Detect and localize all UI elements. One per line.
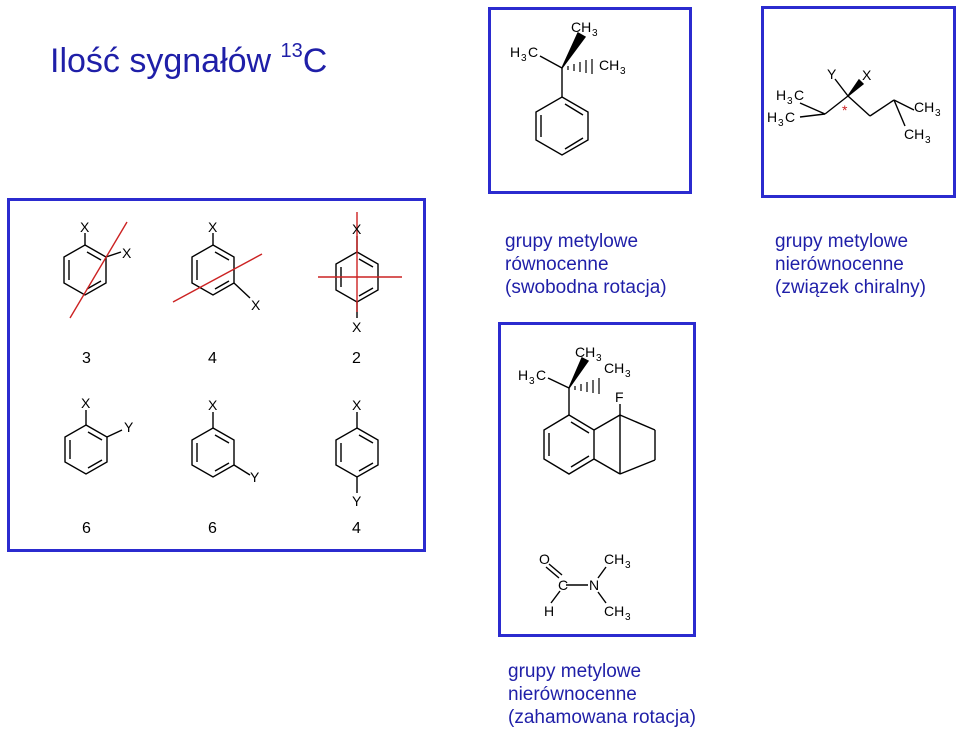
para-xy-y: Y	[352, 493, 362, 509]
page-title: Ilość sygnałów 13C	[50, 40, 328, 80]
dmf-c: C	[558, 577, 568, 593]
meta-xy-x: X	[208, 397, 218, 413]
ortho-x2: X	[122, 245, 132, 261]
svg-text:3: 3	[596, 353, 602, 364]
label-y: Y	[827, 66, 837, 82]
ortho-disubstituted-ring	[63, 233, 122, 296]
svg-text:CH: CH	[604, 551, 624, 567]
meta-x2: X	[251, 297, 261, 313]
svg-text:CH: CH	[604, 603, 624, 619]
dmf-h: H	[544, 603, 554, 619]
chiral-center-star: *	[842, 102, 848, 118]
svg-text:CH: CH	[914, 99, 934, 115]
para-x2: X	[352, 319, 362, 335]
svg-text:3: 3	[620, 66, 626, 77]
svg-text:CH: CH	[599, 57, 619, 73]
svg-text:CH: CH	[904, 126, 924, 142]
dmf-o: O	[539, 551, 550, 567]
box-hindered-compound	[498, 322, 696, 637]
svg-text:C: C	[528, 44, 538, 60]
tert-butylbenzene-structure	[535, 32, 593, 156]
svg-text:CH: CH	[571, 19, 591, 35]
svg-text:H: H	[518, 367, 528, 383]
svg-text:CH: CH	[575, 344, 595, 360]
svg-text:3: 3	[529, 376, 535, 387]
svg-text:3: 3	[625, 560, 631, 571]
label-f: F	[615, 389, 624, 405]
svg-text:3: 3	[787, 96, 793, 107]
svg-text:CH: CH	[604, 360, 624, 376]
svg-text:3: 3	[592, 28, 598, 39]
para-xy-x: X	[352, 397, 362, 413]
meta-xy-ring	[191, 412, 251, 478]
count-ortho-xy: 6	[82, 520, 91, 537]
svg-text:3: 3	[625, 369, 631, 380]
box-tert-butylbenzene	[488, 7, 692, 194]
ortho-xy-y: Y	[124, 419, 134, 435]
ortho-xy-ring	[64, 410, 123, 475]
svg-text:H: H	[767, 109, 777, 125]
para-xy-ring	[335, 412, 379, 493]
hindered-bicyclic-structure	[543, 357, 656, 475]
label-x: X	[862, 67, 872, 83]
svg-text:3: 3	[925, 135, 931, 146]
svg-text:H: H	[776, 87, 786, 103]
svg-text:H: H	[510, 44, 520, 60]
count-ortho: 3	[82, 350, 91, 367]
dmf-structure	[545, 563, 607, 604]
svg-text:C: C	[794, 87, 804, 103]
symmetry-lines	[69, 212, 402, 319]
box-chiral-compound	[761, 6, 956, 198]
svg-text:3: 3	[625, 612, 631, 623]
chiral-compound-structure	[799, 78, 915, 127]
svg-text:3: 3	[521, 53, 527, 64]
svg-text:3: 3	[778, 118, 784, 129]
svg-text:C: C	[785, 109, 795, 125]
box-disubstituted-benzenes	[7, 198, 426, 552]
svg-text:3: 3	[935, 108, 941, 119]
para-x1: X	[352, 221, 362, 237]
count-meta: 4	[208, 350, 217, 367]
ortho-x1: X	[80, 219, 90, 235]
dmf-n: N	[589, 577, 599, 593]
ortho-xy-x: X	[81, 395, 91, 411]
count-para: 2	[352, 350, 361, 367]
meta-disubstituted-ring	[191, 233, 251, 299]
meta-xy-y: Y	[250, 469, 260, 485]
svg-text:C: C	[536, 367, 546, 383]
meta-x1: X	[208, 219, 218, 235]
count-meta-xy: 6	[208, 520, 217, 537]
count-para-xy: 4	[352, 520, 361, 537]
